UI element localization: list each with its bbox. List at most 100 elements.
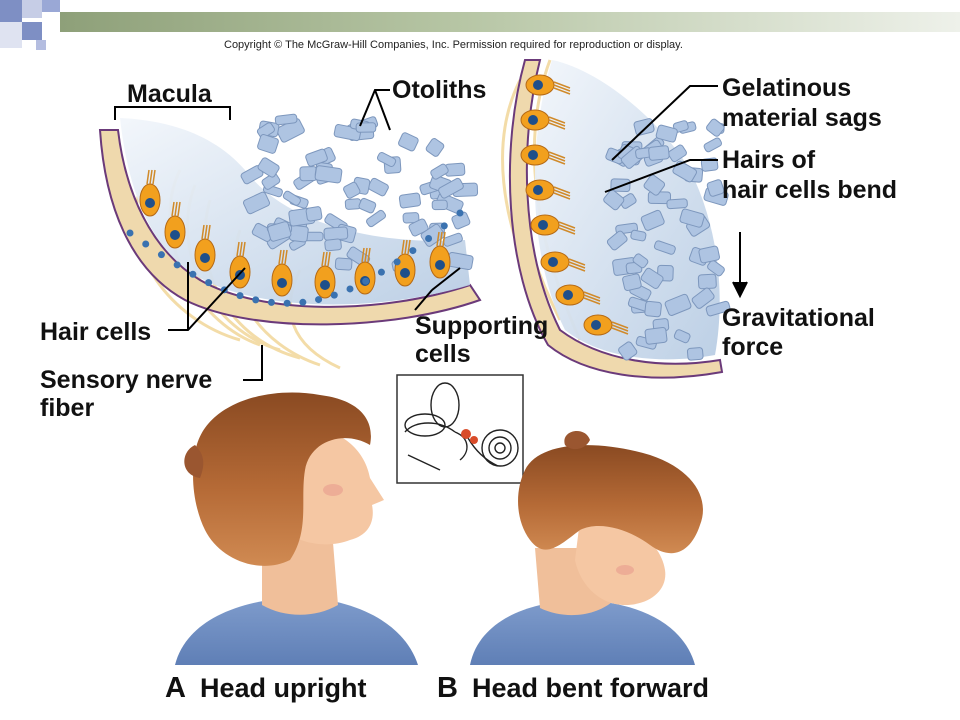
supporting-cell-nucleus [173,261,181,269]
shoulder-a [175,597,418,665]
otolith-crystal [355,122,377,133]
otolith-crystal [640,209,665,231]
slide-header-bar [60,12,960,32]
hair-cell-nucleus [563,290,573,300]
hairs-label-line1: Hairs of [722,146,816,174]
otolith-crystal [619,193,637,209]
supporting-cell-nucleus [330,291,338,299]
otolith-crystal [398,192,422,209]
stereocilia [583,291,601,299]
gelatinous-label-line2: material sags [722,104,882,132]
hair-cells-right [520,74,629,336]
otolith-crystal [653,240,676,255]
macula-bracket [114,106,231,120]
inner-ear-inset [396,374,524,484]
otolith-crystal [377,152,397,167]
stereocilia [327,251,331,267]
copyright-notice: Copyright © The McGraw-Hill Companies, I… [224,39,683,51]
macula-label: Macula [127,80,212,108]
pointer-lines [114,85,748,381]
sensory-epithelium [98,129,482,326]
hair-cell-nucleus [320,280,330,290]
hair-cell-nucleus [533,185,543,195]
otoliths-left [240,113,479,272]
otolith-crystal [305,148,328,167]
hair-cell-nucleus [528,115,538,125]
otolith-crystal [344,198,362,210]
sensory-nerve-label-line2: fiber [40,394,95,422]
otolith-crystal [358,197,377,214]
face-b [575,520,666,605]
otolith-crystal [697,273,717,290]
supporting-cell-nucleus [425,234,433,242]
hair-bun-b [564,430,590,450]
stereocilia [404,239,408,255]
gelatinous-layer-right [534,60,720,360]
otolith-crystal [367,177,389,197]
supporting-cell-nucleus [157,251,165,259]
stereocilia [149,169,153,185]
stereocilia [611,321,629,329]
supporting-cell-nucleus [283,299,291,307]
hair-a [193,392,371,566]
otolith-crystal [366,209,387,228]
stereocilia [171,201,175,217]
hair-cell-nucleus [533,80,543,90]
slide-header-square [42,0,60,12]
otolith-crystal [606,230,628,251]
otolith-crystal [686,347,704,361]
stereocilia [364,247,368,263]
stereocilia [553,189,571,197]
stereocilia [324,251,328,267]
otolith-crystal [323,226,349,241]
stereocilia [201,224,205,240]
stereocilia [583,297,601,305]
supporting-cell-nucleus [456,209,464,217]
stereocilia [442,231,446,247]
otolith-crystal [705,300,731,317]
supporting-cell-nucleus [377,268,385,276]
otolith-crystal [655,124,678,143]
stereocilia [361,247,365,263]
gravitational-force-label-line1: Gravitational [722,304,875,332]
otolith-crystal [299,166,318,182]
otolith-crystal [706,179,725,197]
stereocilia [239,241,243,257]
otolith-crystal [630,229,647,242]
otolith-crystal [644,326,668,345]
stereocilia [242,241,246,257]
hair-cell-nucleus [145,198,155,208]
stereocilia [321,251,325,267]
otolith-crystal [267,221,292,242]
otolith-crystal [402,212,420,224]
otolith-crystal [673,329,691,344]
hair-cell-nucleus [170,230,180,240]
otolith-crystal [648,145,670,161]
otolith-crystal [314,165,343,184]
otolith-crystal [667,144,687,163]
stereocilia [553,186,571,194]
otolith-crystal [425,138,445,157]
otolith-crystal [632,253,649,269]
stereocilia [278,249,282,265]
stereocilia [553,81,571,89]
gravity-arrowhead [732,281,748,299]
stereocilia [611,327,629,335]
sensory-nerve-label-line1: Sensory nerve [40,366,213,394]
otolith-crystal [438,177,464,199]
otolith-crystal [622,273,642,292]
otolith-crystal [640,267,664,289]
otolith-crystal [707,259,725,277]
stereocilia [548,119,566,127]
gravitational-force-label-line2: force [722,333,784,361]
supporting-cell-nucleus [346,285,354,293]
hair-cells-label: Hair cells [40,318,152,346]
otolith-crystal [664,293,692,316]
hair-bun-a [184,445,204,478]
head-upright-illustration [175,392,418,665]
stereocilia [553,87,571,95]
